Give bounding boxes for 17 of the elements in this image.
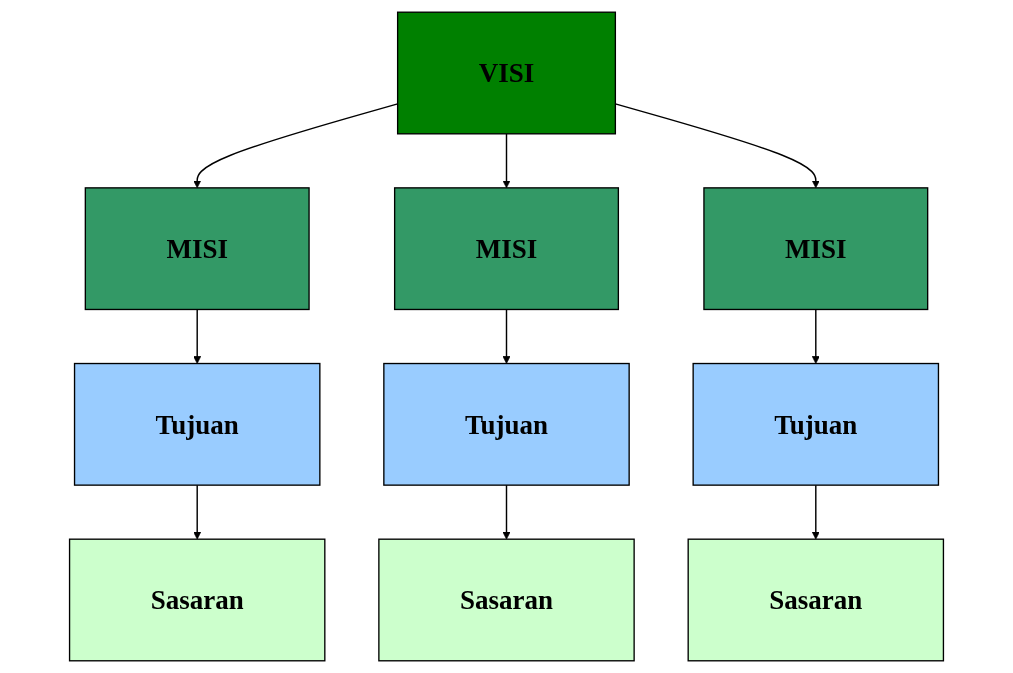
node-box: Sasaran	[687, 538, 945, 662]
arrow	[193, 484, 202, 540]
node-box: Tujuan	[692, 362, 940, 486]
arrow	[502, 133, 511, 189]
node-box: MISI	[84, 187, 310, 311]
node-box: Tujuan	[73, 362, 321, 486]
node-box: Sasaran	[378, 538, 635, 662]
node-box: Tujuan	[383, 362, 630, 486]
arrow	[193, 308, 202, 364]
arrow	[502, 308, 511, 364]
arrow	[811, 484, 820, 540]
node-box: MISI	[393, 187, 620, 311]
arrow	[502, 484, 511, 540]
arrow	[811, 308, 820, 364]
node-box: Sasaran	[68, 538, 326, 662]
node-box: MISI	[703, 187, 929, 311]
node-box: VISI	[396, 11, 617, 135]
